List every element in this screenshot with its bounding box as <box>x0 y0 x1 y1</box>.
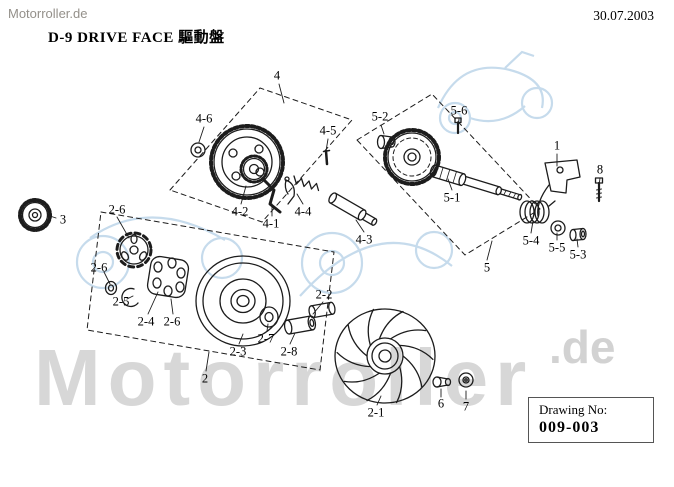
scooter-sketch-watermark <box>75 50 554 297</box>
bushing-2-8 <box>283 315 317 335</box>
watermark-large: Motorroller <box>34 333 534 422</box>
roller-plate-2-4 <box>146 255 190 299</box>
group-outline-5 <box>356 93 541 256</box>
sprocket-4-2 <box>209 124 285 200</box>
washer-2-6 <box>104 280 118 296</box>
watermark-large-suffix: .de <box>549 321 616 373</box>
page-title: D-9 DRIVE FACE 驅動盤 <box>48 30 225 46</box>
date-label: 30.07.2003 <box>593 8 654 23</box>
gear-3 <box>18 198 52 232</box>
watermark-small: Motorroller.de <box>8 6 88 21</box>
bolt-8 <box>594 177 604 203</box>
gear-5-1 <box>383 128 441 186</box>
arm-4-1 <box>262 178 282 214</box>
washer-2-7 <box>259 306 279 328</box>
shaft-4-3 <box>328 192 378 226</box>
washer-7 <box>458 372 474 388</box>
bushing-5-3 <box>569 227 587 242</box>
pin-6 <box>432 376 452 388</box>
bolt-5-6 <box>454 117 462 135</box>
drawing-number-box: Drawing No: 009-003 <box>528 397 654 443</box>
clip-2-5 <box>121 287 139 308</box>
washer-4-6 <box>190 142 206 158</box>
drawing-no-value: 009-003 <box>539 419 600 436</box>
cam-plate-2-6 <box>115 231 153 269</box>
leader-lines <box>49 83 601 406</box>
group-outline-4 <box>169 87 353 223</box>
shaft-5-1 <box>429 164 523 201</box>
pin-4-5 <box>322 149 331 166</box>
spring-5-4 <box>519 200 556 224</box>
washer-5-5 <box>550 220 566 236</box>
fork-4-4 <box>284 176 295 205</box>
spring-4-4 <box>293 175 320 192</box>
drawing-no-label: Drawing No: <box>539 402 608 417</box>
pulley-2-3 <box>195 255 291 347</box>
group-outline-2 <box>86 211 335 371</box>
bushing-2-2 <box>308 301 336 319</box>
fan-wheel-2-1 <box>334 308 436 404</box>
